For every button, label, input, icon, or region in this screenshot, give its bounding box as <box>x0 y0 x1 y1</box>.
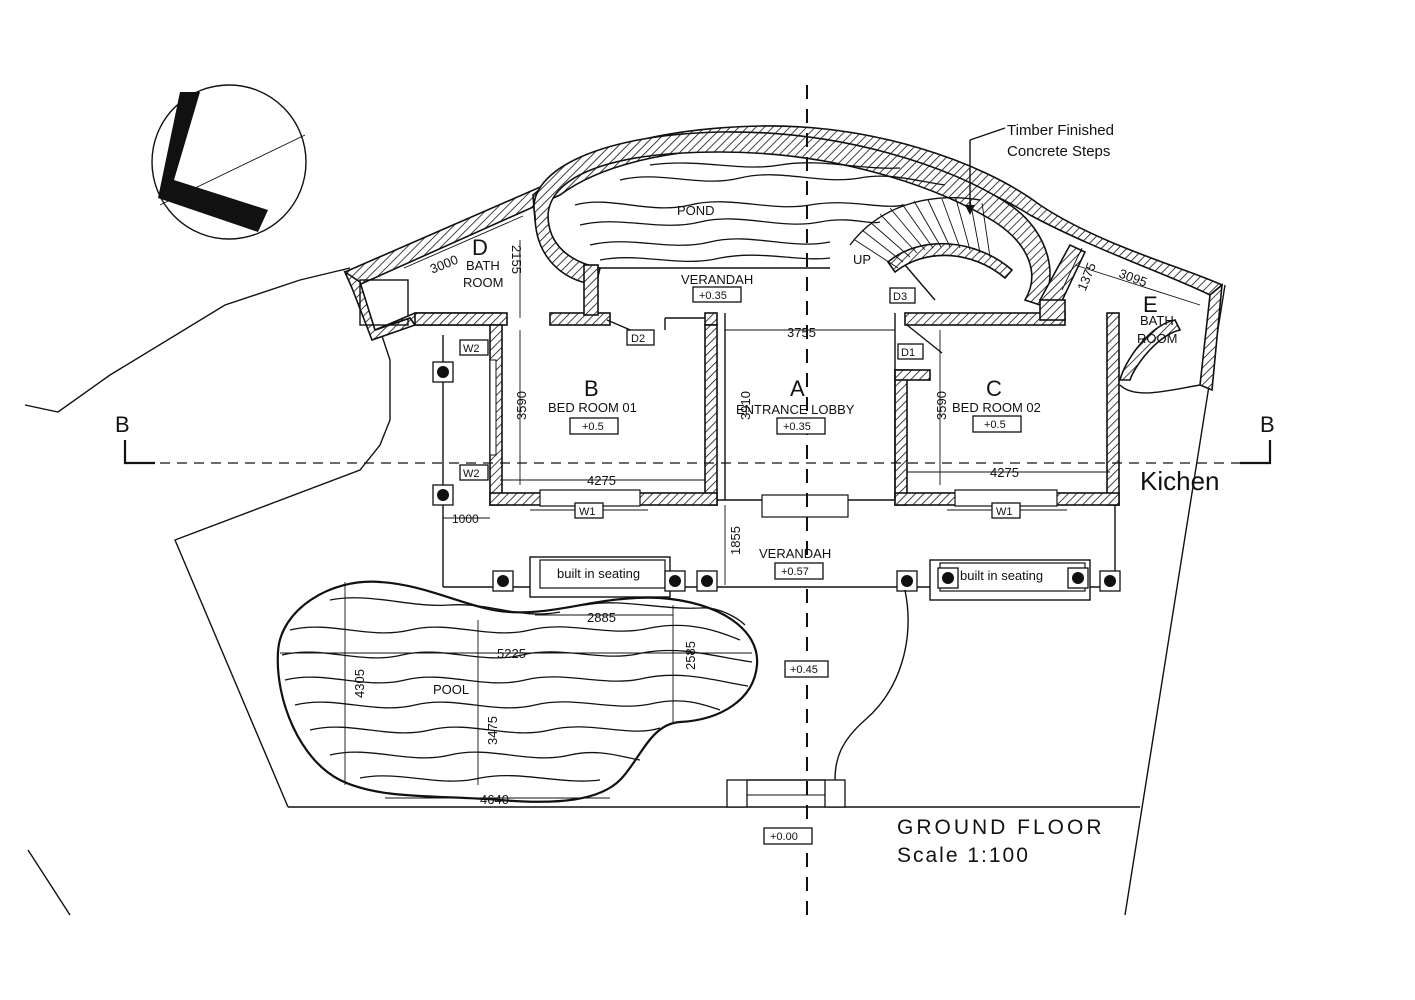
tag-w2-bottom: W2 <box>463 468 480 480</box>
dim-pool-inner-depth: 3475 <box>485 716 500 745</box>
dim-pool-mid-width: 5225 <box>497 646 526 661</box>
room-e-name-2: ROOM <box>1137 331 1177 346</box>
dim-bed1-depth: 3590 <box>514 391 529 420</box>
annotation-steps: Timber Finished Concrete Steps <box>1007 122 1114 160</box>
dimension-lines <box>443 325 1110 585</box>
dim-pool-bottom-width: 4640 <box>480 792 509 807</box>
room-d-letter: D <box>472 235 488 260</box>
seating-left-label: built in seating <box>557 566 640 581</box>
room-b-letter: B <box>584 376 599 401</box>
seating-right-label: built in seating <box>960 568 1043 583</box>
tag-w1-left-box <box>574 502 604 519</box>
annotation-line-1: Timber Finished <box>1007 122 1114 139</box>
verandah-bottom-level-box <box>774 562 824 580</box>
dim-lobby-width: 3755 <box>787 325 816 340</box>
north-arrow-icon <box>151 84 307 240</box>
dim-side-width: 1000 <box>452 512 479 526</box>
pool <box>276 580 759 803</box>
section-marker-right <box>1240 440 1272 465</box>
tag-w1-right-box <box>991 502 1021 519</box>
room-a-name: ENTRANCE LOBBY <box>736 402 855 417</box>
room-e-name-1: BATH <box>1140 313 1174 328</box>
room-e-letter: E <box>1143 292 1158 317</box>
section-marker-left <box>123 440 155 465</box>
room-a-level-box <box>776 417 826 435</box>
pond <box>533 131 1051 306</box>
room-b-level: +0.5 <box>582 421 604 433</box>
tag-w1-right: W1 <box>996 506 1013 518</box>
room-d-name-1: BATH <box>466 258 500 273</box>
entry-level-box <box>763 827 813 845</box>
verandah-top-level: +0.35 <box>699 290 727 302</box>
tag-w2-top: W2 <box>463 343 480 355</box>
tag-d2: D2 <box>631 333 645 345</box>
dim-bed2-depth: 3590 <box>934 391 949 420</box>
kitchen-label: Kichen <box>1140 466 1220 496</box>
dim-bath-d-height: 2155 <box>509 245 524 274</box>
room-a-level: +0.35 <box>783 421 811 433</box>
tag-d3: D3 <box>893 291 907 303</box>
room-c-level-box <box>972 415 1022 433</box>
annotation-line-2: Concrete Steps <box>1007 143 1110 160</box>
room-a-letter: A <box>790 376 805 401</box>
stairs-up-label: UP <box>853 252 871 267</box>
room-c-level: +0.5 <box>984 419 1006 431</box>
dim-lobby-depth: 3910 <box>738 391 753 420</box>
section-right-label: B <box>1260 412 1275 437</box>
tag-w1-left: W1 <box>579 506 596 518</box>
verandah-bottom-level: +0.57 <box>781 566 809 578</box>
room-b-level-box <box>569 417 619 435</box>
dim-bath-e-width: 3095 <box>1117 266 1149 290</box>
tag-d3-box <box>889 287 916 304</box>
dim-pool-left-depth: 4305 <box>352 669 367 698</box>
dim-pool-right-depth: 2585 <box>683 641 698 670</box>
tag-d1: D1 <box>901 347 915 359</box>
bath-room-e <box>1038 243 1223 394</box>
garden-level-box <box>784 660 829 678</box>
dim-pool-top-width: 2885 <box>587 610 616 625</box>
entry-level: +0.00 <box>770 831 798 843</box>
drawing-scale: Scale 1:100 <box>897 844 1030 867</box>
dim-bed1-width: 4275 <box>587 473 616 488</box>
garden-level: +0.45 <box>790 664 818 676</box>
columns <box>432 361 1121 592</box>
verandah-top-label: VERANDAH <box>681 272 753 287</box>
verandah-bottom-label: VERANDAH <box>759 546 831 561</box>
drawing-title: GROUND FLOOR <box>897 816 1105 839</box>
pool-label: POOL <box>433 682 469 697</box>
tag-w2-bottom-box <box>459 464 489 481</box>
tag-d2-box <box>626 329 655 346</box>
room-c-letter: C <box>986 376 1002 401</box>
room-d-name-2: ROOM <box>463 275 503 290</box>
pond-label: POND <box>677 203 715 218</box>
dim-bed2-width: 4275 <box>990 465 1019 480</box>
section-left-label: B <box>115 412 130 437</box>
tag-d1-box <box>897 343 924 360</box>
room-c-name: BED ROOM 02 <box>952 400 1041 415</box>
dim-verandah-depth: 1855 <box>728 526 743 555</box>
site-boundary <box>24 267 1226 916</box>
room-b-name: BED ROOM 01 <box>548 400 637 415</box>
curved-stairs <box>849 127 1014 301</box>
tag-w2-top-box <box>459 339 489 356</box>
verandah-top-level-box <box>692 286 742 303</box>
entry-path <box>726 589 909 808</box>
